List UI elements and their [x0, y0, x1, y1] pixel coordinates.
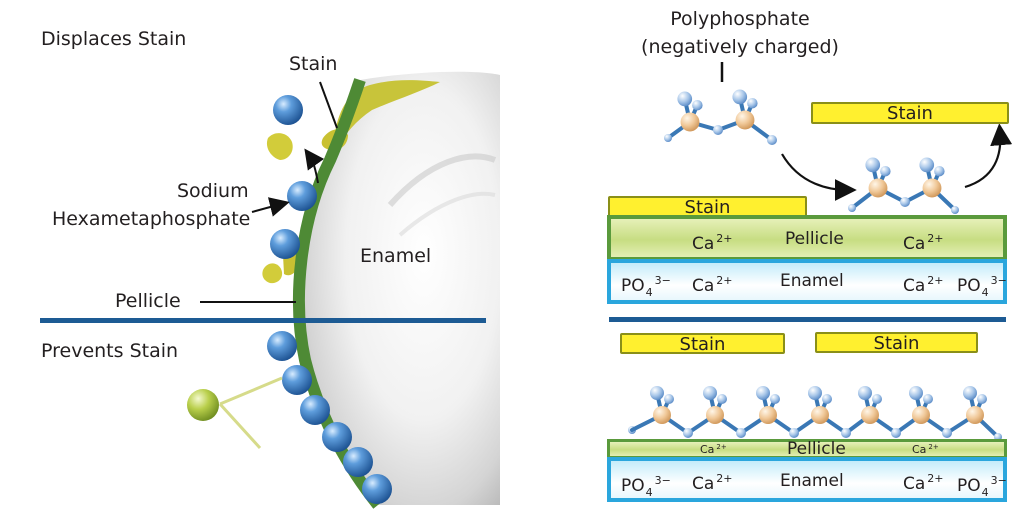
- molecule-atom: [923, 394, 933, 404]
- phosphate-ion-2: PO43−: [957, 274, 1007, 299]
- molecule-atom: [735, 110, 755, 130]
- molecule-atom: [868, 178, 888, 198]
- molecule-atom: [865, 157, 881, 173]
- molecule-atom: [713, 125, 723, 135]
- enamel-band-bottom: [607, 457, 1007, 502]
- repelled-stain-label-left: Stain: [679, 334, 726, 355]
- stain-leader-line: [319, 81, 338, 129]
- stain-fragment: [262, 263, 283, 284]
- molecule-atom: [789, 428, 799, 438]
- pellicle-label-bottom: Pellicle: [787, 439, 846, 459]
- molecule-atom: [977, 394, 987, 404]
- sodium-hexametaphosphate-spheres: [267, 95, 392, 504]
- binding-arrow: [781, 153, 857, 201]
- molecule-atom: [653, 406, 671, 424]
- enamel-label-bottom: Enamel: [780, 471, 844, 491]
- polyphosphate-title: Polyphosphate: [670, 8, 810, 30]
- molecule-atom: [736, 428, 746, 438]
- phosphate-ion-bottom-1: PO43−: [621, 474, 671, 499]
- enamel-band-top: [607, 259, 1007, 304]
- molecule-atom: [747, 97, 758, 109]
- molecule-atom: [756, 386, 770, 400]
- molecule-atom: [664, 134, 672, 142]
- molecule-atom: [706, 406, 724, 424]
- molecule-atom: [759, 406, 777, 424]
- molecule-atom: [811, 406, 829, 424]
- prevents-stain-title: Prevents Stain: [41, 340, 179, 362]
- stain-deposit: [335, 80, 440, 140]
- molecule-atom: [770, 394, 780, 404]
- molecule-atom: [683, 428, 693, 438]
- molecule-atom: [680, 112, 700, 132]
- molecule-atom: [922, 178, 942, 198]
- stain-label: Stain: [289, 53, 338, 75]
- left-divider: [40, 318, 486, 323]
- molecule-atom: [858, 386, 872, 400]
- molecule-atom: [664, 394, 674, 404]
- enamel-label: Enamel: [360, 245, 432, 267]
- enamel-label-top: Enamel: [780, 271, 844, 291]
- repelled-stain-bar-left: Stain: [620, 333, 785, 355]
- molecule-atom: [966, 406, 984, 424]
- molecule-atom: [919, 157, 935, 173]
- release-arrow: [964, 123, 1013, 189]
- sodium-label: Sodium: [177, 180, 249, 202]
- pellicle-label: Pellicle: [115, 290, 181, 312]
- polyphosphate-molecules: [628, 89, 1002, 441]
- repelled-stain-ball: [187, 376, 283, 450]
- molecule-atom: [848, 204, 856, 212]
- floating-stain-bar: Stain: [811, 102, 1009, 124]
- phosphate-ion-1: PO43−: [621, 274, 671, 299]
- floating-stain-label: Stain: [887, 103, 933, 124]
- molecule-atom: [942, 428, 952, 438]
- molecule-atom: [912, 406, 930, 424]
- molecule-atom: [909, 386, 923, 400]
- repelled-stain-label-right: Stain: [873, 333, 920, 354]
- surface-stain-bar: Stain: [608, 196, 807, 218]
- molecule-atom: [808, 386, 822, 400]
- molecule-atom: [934, 165, 945, 177]
- right-divider: [609, 317, 1006, 322]
- repelled-stain-bar-right: Stain: [815, 332, 978, 354]
- phosphate-ion-bottom-2: PO43−: [957, 474, 1007, 499]
- molecule-atom: [822, 394, 832, 404]
- molecule-atom: [872, 394, 882, 404]
- molecule-atom: [717, 394, 727, 404]
- surface-stain-label: Stain: [684, 197, 731, 218]
- molecule-atom: [703, 386, 717, 400]
- stain-fragment: [266, 133, 293, 160]
- polyphosphate-subtitle: (negatively charged): [641, 36, 839, 58]
- hexametaphosphate-label: Hexametaphosphate: [52, 208, 251, 230]
- molecule-atom: [900, 197, 910, 207]
- molecule-atom: [767, 135, 777, 145]
- molecule-atom: [841, 428, 851, 438]
- displacement-arrow: [304, 148, 325, 184]
- molecule-atom: [963, 386, 977, 400]
- molecule-atom: [732, 89, 748, 105]
- tooth-enamel: [298, 71, 500, 505]
- pellicle-label-top: Pellicle: [785, 229, 844, 249]
- molecule-atom: [880, 165, 891, 177]
- molecule-atom: [692, 99, 703, 111]
- molecule-atom: [951, 206, 959, 214]
- molecule-atom: [861, 406, 879, 424]
- molecule-atom: [677, 91, 693, 107]
- displaces-stain-title: Displaces Stain: [41, 28, 187, 50]
- molecule-atom: [891, 428, 901, 438]
- molecule-atom: [650, 386, 664, 400]
- sodium-arrow: [251, 197, 290, 217]
